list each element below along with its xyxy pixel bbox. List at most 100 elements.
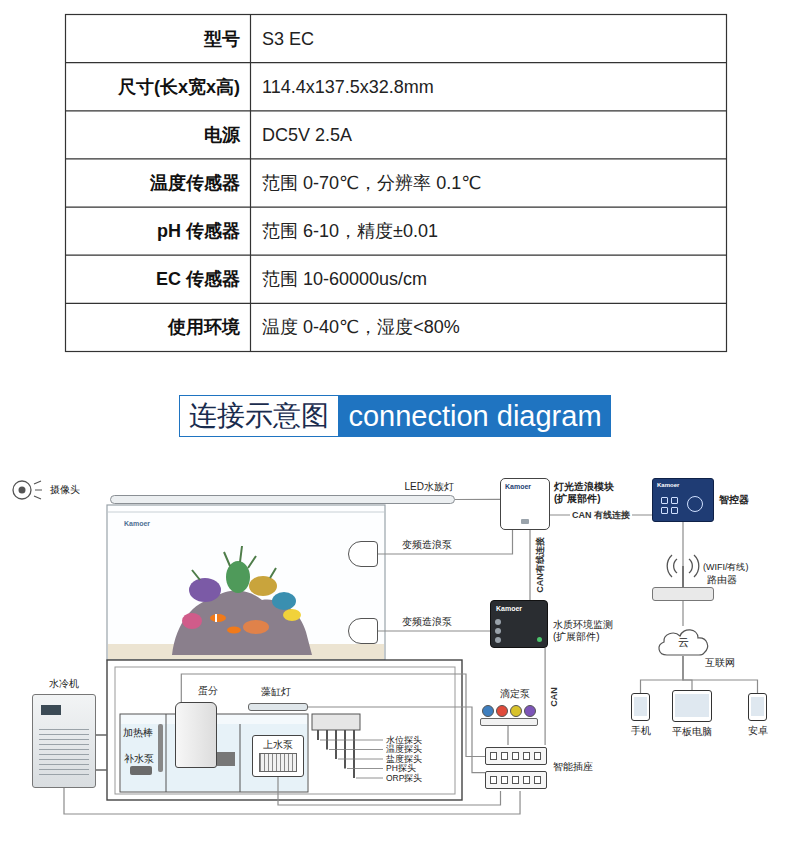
connector <box>455 499 500 500</box>
table-key: 尺寸(长x宽x高) <box>65 63 240 111</box>
grill <box>39 729 89 779</box>
cabinet <box>107 660 462 800</box>
table-key: 型号 <box>65 15 240 63</box>
screen <box>634 697 647 716</box>
fish-stripe <box>215 614 217 622</box>
node-heading: 平板电脑 <box>672 726 712 738</box>
node-text: Kamoer <box>496 605 522 613</box>
connector <box>683 656 692 690</box>
connector <box>64 788 520 814</box>
table-value: 范围 0-70℃，分辨率 0.1℃ <box>262 159 481 207</box>
pump-head <box>482 705 494 717</box>
outlet <box>512 752 519 760</box>
edge-label: CAN 有线连接 <box>570 510 632 521</box>
node-heading: 互联网 <box>705 657 735 669</box>
node-heading: 蛋分 <box>198 685 218 697</box>
probe-holder <box>312 714 360 730</box>
node-text: 上水泵 <box>263 739 293 751</box>
wave-pump: 变频造浪泵 <box>348 618 378 644</box>
node-heading: 智能插座 <box>553 761 593 773</box>
outlet <box>534 752 541 760</box>
coral <box>243 620 269 634</box>
outlet <box>501 752 508 760</box>
status-light <box>537 637 542 642</box>
phone: 手机 <box>631 693 650 721</box>
connector <box>683 656 758 693</box>
lighting-module: Kamoer灯光造浪模块 (扩展部件) <box>500 478 550 530</box>
table-key: pH 传感器 <box>65 207 240 255</box>
probe-label: 盐度探头 <box>386 754 422 764</box>
outlet <box>490 776 497 784</box>
outlet <box>523 776 530 784</box>
dosing-pumps: 滴定泵 <box>480 704 538 726</box>
led-light-bar: LED水族灯 <box>110 495 455 504</box>
node-heading: 变频造浪泵 <box>402 616 452 628</box>
outlet <box>523 752 530 760</box>
smart-controller: Kamoer智控器 <box>652 478 714 522</box>
node-heading: LED水族灯 <box>405 481 454 493</box>
reef-rock <box>172 591 312 655</box>
edge-label: CAN有线连接 <box>535 535 546 595</box>
button-icon <box>671 497 678 504</box>
heater <box>158 724 163 772</box>
screen <box>675 694 709 717</box>
pump-head <box>496 705 508 717</box>
camera-icon <box>13 481 31 499</box>
table-key: EC 传感器 <box>65 255 240 303</box>
cloud-outline <box>659 630 708 655</box>
title: 连接示意图 <box>179 395 339 437</box>
pump-head <box>510 705 522 717</box>
leader-line <box>320 740 383 778</box>
node-heading: 灯光造浪模块 (扩展部件) <box>554 481 620 505</box>
probe-label: PH探头 <box>386 763 416 773</box>
tablet: 平板电脑 <box>672 690 712 722</box>
table-value: 温度 0-40℃，湿度<80% <box>262 303 460 351</box>
skimmer-pump <box>217 752 235 766</box>
table-key: 使用环境 <box>65 303 240 351</box>
connector <box>529 530 530 600</box>
table-value: 范围 6-10，精度±0.01 <box>262 207 438 255</box>
port <box>495 637 501 643</box>
node-heading: 水冷机 <box>49 678 79 690</box>
wave-pump: 变频造浪泵 <box>348 541 378 567</box>
probe <box>318 730 354 778</box>
pump-body <box>259 753 297 772</box>
protein-skimmer: 蛋分 <box>175 702 217 768</box>
node-heading: 滴定泵 <box>500 688 530 700</box>
outlet <box>490 752 497 760</box>
android-phone: 安卓 <box>748 693 767 721</box>
pump-base <box>480 718 538 726</box>
node-heading: 安卓 <box>748 725 768 737</box>
connector <box>378 530 513 554</box>
node-heading: 变频造浪泵 <box>402 539 452 551</box>
cabinet-inner <box>115 667 455 794</box>
button-icon <box>661 497 668 504</box>
aquarium-tank <box>107 505 385 660</box>
port <box>495 619 501 625</box>
camera-waves <box>34 481 42 499</box>
title-bar: 连接示意图connection diagram <box>0 395 790 437</box>
button-icon <box>671 507 678 514</box>
node-text: 云 <box>678 637 689 650</box>
connector <box>544 648 545 745</box>
node-heading: (WIFI/有线) <box>703 562 749 573</box>
round-icon <box>687 496 703 512</box>
fish <box>210 614 226 622</box>
node-heading: 路由器 <box>707 574 737 586</box>
screen <box>751 697 764 716</box>
algae-light: 藻缸灯 <box>248 703 308 711</box>
fish <box>283 609 301 621</box>
heater-label: 加热棒 <box>123 727 153 738</box>
coral <box>182 613 202 629</box>
outlet <box>512 776 519 784</box>
table-frame <box>66 15 727 352</box>
cloud: 云互联网 <box>655 626 711 656</box>
probe-label: 温度探头 <box>386 744 422 754</box>
coral <box>249 576 277 596</box>
camera-label: 摄像头 <box>50 484 80 496</box>
smart-socket: 智能插座 <box>485 745 547 791</box>
node-text: Kamoer <box>505 483 531 491</box>
node-heading: 智控器 <box>719 494 749 506</box>
pump-head <box>524 705 536 717</box>
